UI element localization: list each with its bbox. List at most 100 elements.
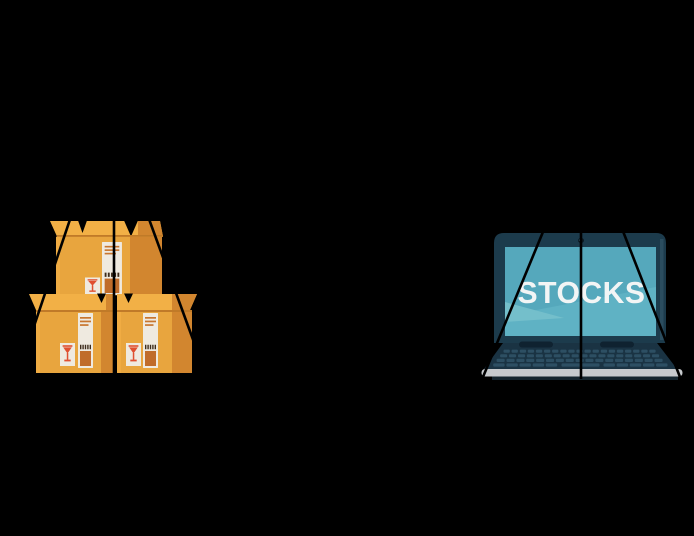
bl-box-crease: [36, 310, 115, 312]
keyboard-key: [526, 354, 534, 358]
keyboard-key: [607, 354, 615, 358]
top-box-flap-notch-right: [124, 220, 138, 237]
top-box-crease: [57, 235, 163, 237]
keyboard-key: [518, 354, 526, 358]
keyboard-key: [565, 358, 574, 362]
shipping-label: [143, 313, 158, 368]
keyboard-key: [553, 354, 561, 358]
keyboard-key: [625, 354, 633, 358]
keyboard-key: [589, 354, 597, 358]
keyboard-key: [643, 363, 655, 367]
keyboard-key: [509, 354, 517, 358]
keyboard-key: [500, 354, 508, 358]
keyboard-key: [552, 349, 559, 353]
top-box-body-shaded: [130, 236, 162, 296]
br-box-body-shaded: [172, 312, 192, 373]
top-box: [50, 220, 163, 296]
keyboard-key: [536, 358, 545, 362]
keyboard-key: [535, 349, 543, 353]
bottom-right-box: [117, 293, 197, 373]
keyboard-key: [516, 358, 525, 362]
laptop-base: [481, 341, 683, 380]
cardboard-boxes-illustration: [29, 220, 197, 373]
keyboard-key: [605, 358, 614, 362]
keyboard-key: [649, 349, 656, 353]
keyboard-key: [624, 358, 633, 362]
keyboard-keys: [493, 349, 668, 367]
bottom-left-box: [29, 293, 115, 373]
keyboard-key: [603, 363, 615, 367]
keyboard-key: [634, 354, 642, 358]
bl-box-body-shaded: [101, 312, 115, 373]
keyboard-key: [506, 363, 518, 367]
keyboard-key: [625, 349, 632, 353]
keyboard-key: [616, 349, 624, 353]
keyboard-key: [503, 349, 510, 353]
keyboard-key: [600, 349, 608, 353]
bl-box-flap-notch: [97, 293, 106, 303]
keyboard-key: [575, 358, 584, 362]
shipping-label: [102, 242, 122, 295]
keyboard-key: [526, 358, 535, 362]
keyboard-key: [595, 358, 604, 362]
keyboard-key: [562, 354, 570, 358]
keyboard-key: [535, 354, 543, 358]
bl-box-flap-shaded: [106, 294, 115, 310]
keyboard-key: [629, 363, 642, 367]
screen-shine-wedge: [505, 302, 564, 322]
keyboard-key: [532, 363, 545, 367]
br-box-crease: [117, 310, 192, 312]
keyboard-key: [496, 358, 505, 362]
keyboard-key: [519, 349, 527, 353]
keyboard-key: [584, 349, 591, 353]
keyboard-key: [643, 354, 651, 358]
shipping-label: [78, 313, 93, 368]
laptop-string-left: [481, 197, 559, 378]
balance-scale-strings: [28, 177, 682, 379]
top-box-flap-shaded: [138, 221, 163, 237]
keyboard-key: [544, 349, 551, 353]
keyboard-key: [652, 354, 660, 358]
keyboard-key: [568, 349, 575, 353]
base-shadow: [492, 376, 678, 380]
fragile-wine-glass-icon: [126, 343, 141, 366]
br-box-body-highlight: [117, 312, 121, 373]
top-box-body-highlight: [56, 236, 60, 296]
keyboard-key: [519, 363, 531, 367]
keyboard-key: [527, 349, 535, 353]
keyboard-key: [644, 358, 653, 362]
keyboard-key: [571, 354, 579, 358]
keyboard-key: [544, 354, 552, 358]
keyboard-key: [511, 349, 518, 353]
keyboard-key: [598, 354, 606, 358]
keyboard-key: [641, 349, 648, 353]
keyboard-key: [608, 349, 616, 353]
keyboard-key: [615, 358, 624, 362]
keyboard-key: [616, 363, 629, 367]
keyboard-key: [654, 358, 663, 362]
keyboard-key: [493, 363, 505, 367]
laptop-string-right: [608, 197, 682, 378]
keyboard-key: [555, 358, 564, 362]
hinge-left: [519, 341, 553, 348]
bl-box-flap: [29, 294, 115, 310]
keyboard-key: [545, 363, 558, 367]
fragile-wine-glass-icon: [60, 343, 75, 366]
keyboard-key: [585, 358, 594, 362]
keyboard-key: [616, 354, 624, 358]
keyboard-key: [546, 358, 555, 362]
bl-box-body-highlight: [36, 312, 40, 373]
fragile-wine-glass-icon: [85, 277, 100, 296]
keyboard-key: [634, 358, 643, 362]
top-box-flap-notch-left: [78, 220, 87, 233]
keyboard-key: [633, 349, 640, 353]
laptop-lid-edge-highlight: [660, 239, 664, 340]
keyboard-key: [592, 349, 599, 353]
boxes-string-right: [132, 177, 197, 346]
hinge-right: [600, 341, 634, 348]
keyboard-key: [560, 349, 567, 353]
keyboard-key: [656, 363, 668, 367]
keyboard-key: [506, 358, 515, 362]
br-box-flap-notch: [124, 293, 133, 303]
